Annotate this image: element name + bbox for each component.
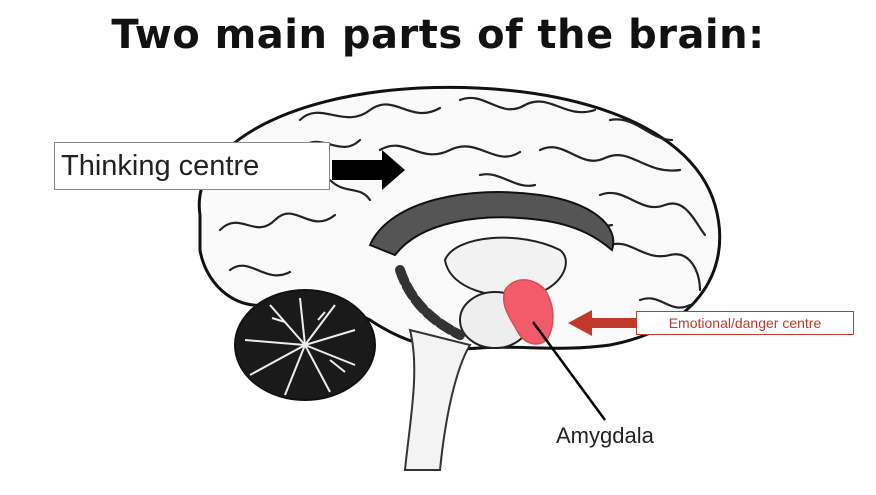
cerebellum-branches: [244, 297, 356, 396]
thinking-centre-label: Thinking centre: [54, 142, 330, 190]
cerebral-folds: [218, 97, 707, 309]
emotional-centre-label: Emotional/danger centre: [636, 311, 854, 335]
brainstem: [403, 328, 472, 471]
emotional-arrow-icon: [568, 310, 636, 336]
fornix: [395, 265, 465, 340]
amygdala-pointer-line: [531, 321, 607, 421]
thinking-arrow-icon: [332, 150, 405, 190]
page-title: Two main parts of the brain:: [111, 12, 765, 58]
amygdala: [503, 279, 554, 345]
thalamus: [443, 236, 567, 298]
corpus-callosum: [368, 191, 615, 257]
amygdala-label: Amygdala: [556, 423, 654, 448]
